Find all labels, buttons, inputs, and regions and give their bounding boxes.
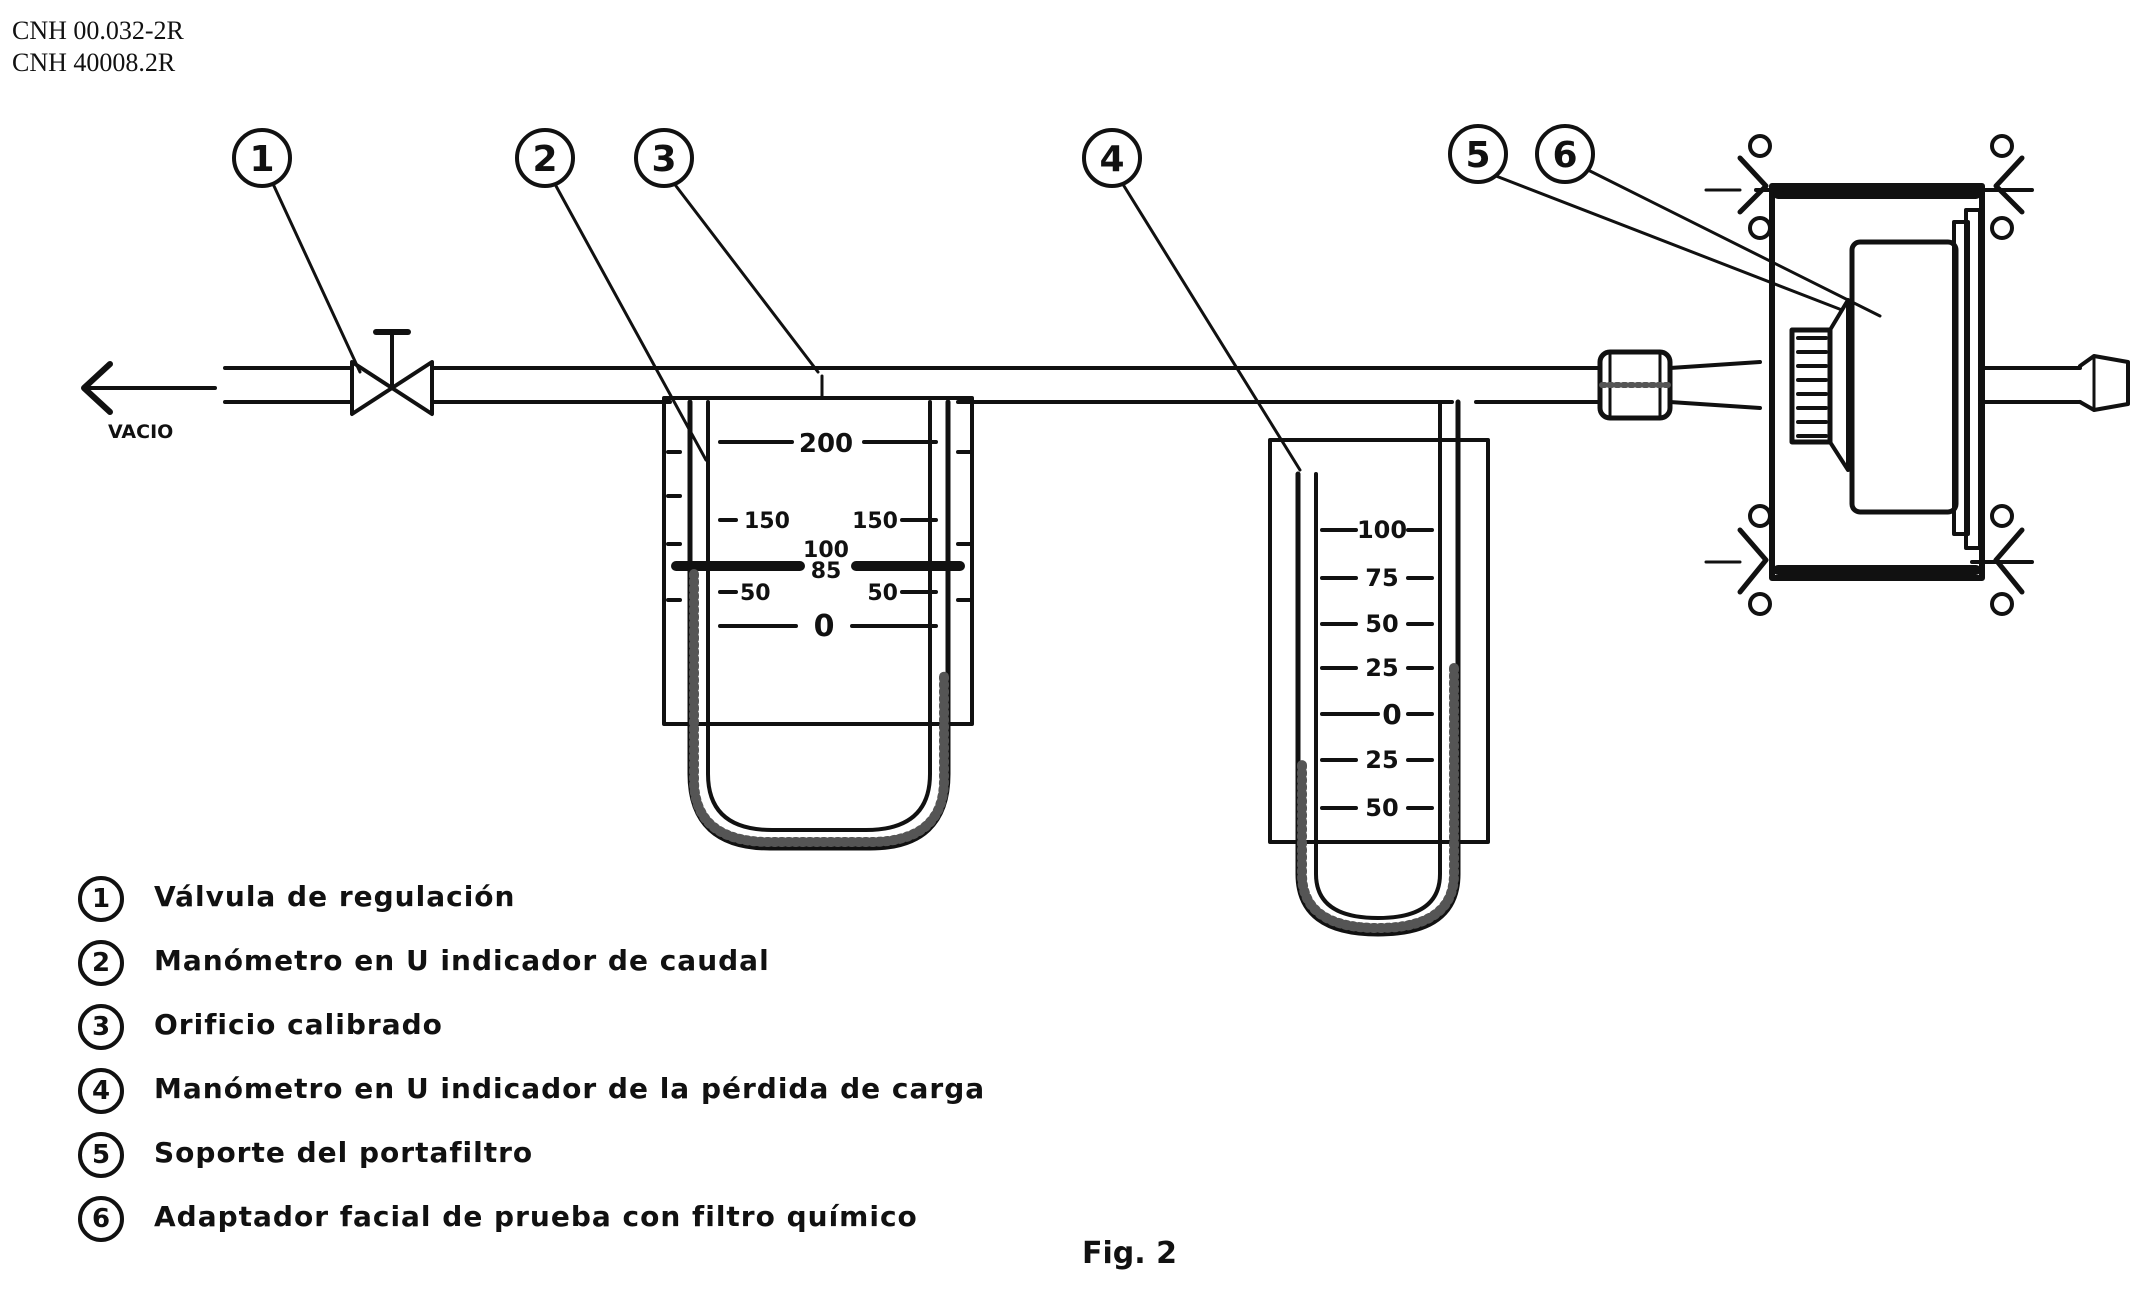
flow-scale-center-100: 100 (803, 538, 849, 563)
main-pipe (223, 360, 1762, 410)
flow-scale-left-150: 150 (744, 509, 790, 534)
facial-adapter (1789, 208, 2130, 550)
legend-number-5: 5 (78, 1132, 124, 1178)
vacuum-arrow-icon (81, 361, 217, 415)
pressure-scale-100: 100 (1357, 516, 1407, 544)
flow-scale-right-150: 150 (852, 509, 898, 534)
legend-number-4: 4 (78, 1068, 124, 1114)
figure-label: Fig. 2 (1082, 1236, 1177, 1271)
callout-circle-6 (1535, 124, 1595, 184)
legend-number-6: 6 (78, 1196, 124, 1242)
flow-scale-left-50: 50 (740, 581, 771, 606)
callout-circle-4 (1082, 128, 1142, 188)
callout-label-3: 3 (651, 139, 676, 180)
flow-scale-center-0: 0 (814, 609, 835, 644)
callout-circle-5 (1448, 124, 1508, 184)
legend-text-2: Manómetro en U indicador de caudal (154, 944, 770, 977)
callout-label-2: 2 (532, 139, 557, 180)
pressure-scale-75: 75 (1365, 564, 1398, 592)
vacuum-label: VACIO (108, 421, 173, 443)
legend-number-1: 1 (78, 876, 124, 922)
legend-number-2: 2 (78, 940, 124, 986)
legend-text-1: Válvula de regulación (154, 880, 516, 913)
pressure-scale-neg50: 50 (1365, 794, 1398, 822)
callout-label-4: 4 (1099, 139, 1124, 180)
pipe-coupling (1597, 349, 1673, 421)
flow-scale-center-85: 85 (811, 559, 842, 584)
legend-text-6: Adaptador facial de prueba con filtro qu… (154, 1200, 918, 1233)
flow-scale-center-200: 200 (799, 429, 853, 459)
callout-circle-2 (515, 128, 575, 188)
pressure-scale-25: 25 (1365, 654, 1398, 682)
legend-text-4: Manómetro en U indicador de la pérdida d… (154, 1072, 986, 1105)
callout-label-6: 6 (1552, 135, 1577, 176)
pressure-scale-neg25: 25 (1365, 746, 1398, 774)
pressure-manometer (1268, 399, 1490, 937)
leader-lines (272, 168, 1882, 472)
callout-circle-1 (232, 128, 292, 188)
legend-number-3: 3 (78, 1004, 124, 1050)
pressure-scale-50: 50 (1365, 610, 1398, 638)
callout-label-5: 5 (1465, 135, 1490, 176)
filter-holder-support (1704, 134, 2034, 616)
callout-circle-3 (634, 128, 694, 188)
legend-text-5: Soporte del portafiltro (154, 1136, 534, 1169)
callout-label-1: 1 (249, 139, 274, 180)
doc-code-1: CNH 00.032-2R (12, 16, 184, 45)
pressure-scale-0: 0 (1382, 698, 1401, 731)
flow-manometer (662, 396, 974, 851)
legend-text-3: Orificio calibrado (154, 1008, 443, 1041)
doc-code-2: CNH 40008.2R (12, 48, 176, 77)
flow-scale-right-50: 50 (867, 581, 898, 606)
valve-icon (350, 329, 434, 416)
